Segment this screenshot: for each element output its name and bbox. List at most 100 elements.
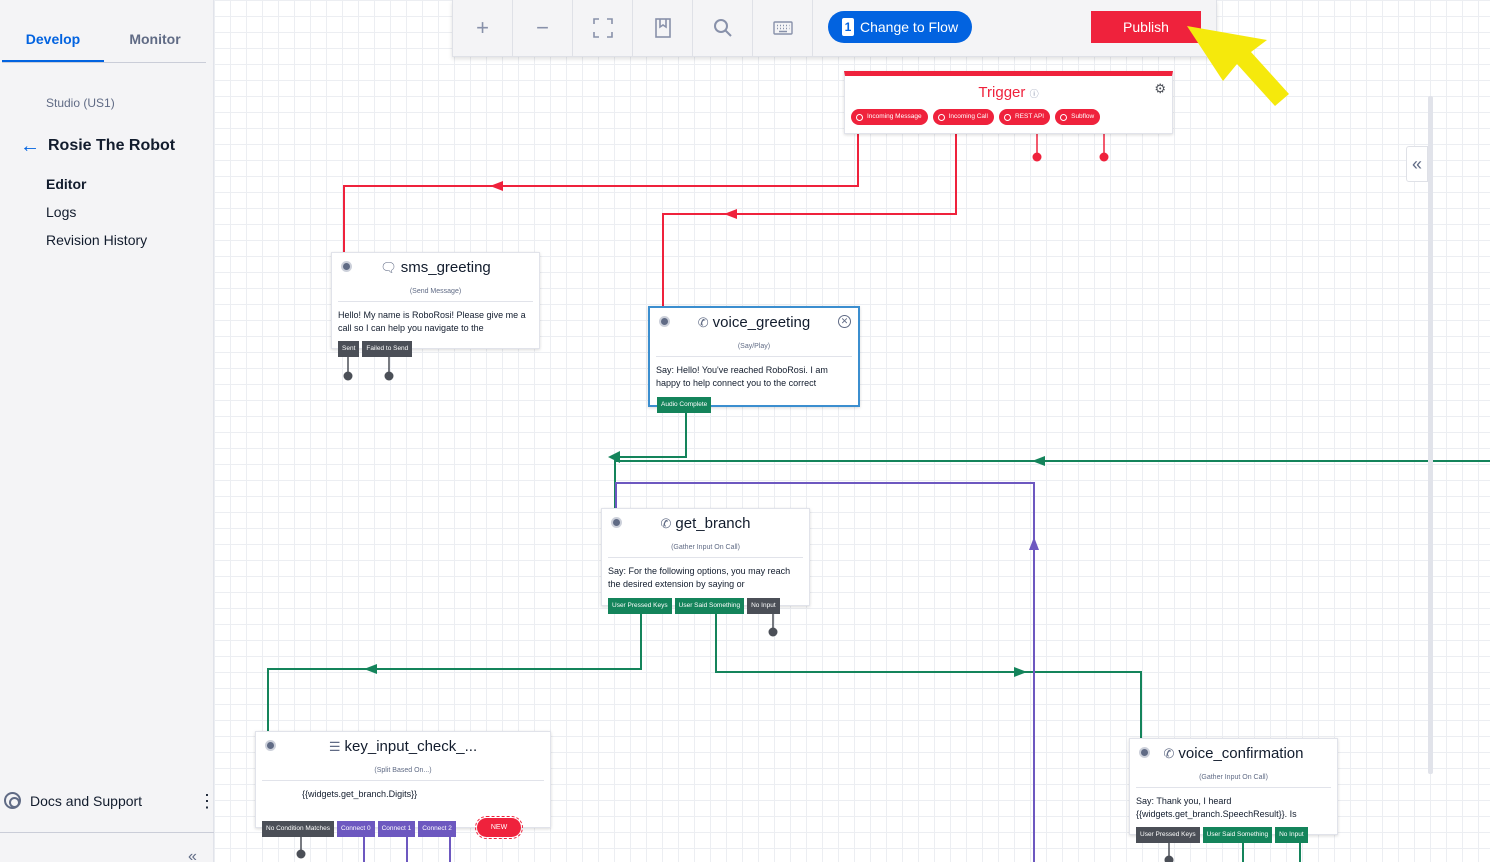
pointer-arrow-annotation xyxy=(1187,26,1289,106)
widget-subtitle: (Gather Input On Call) xyxy=(1199,774,1268,781)
input-dot[interactable] xyxy=(659,316,670,327)
sidebar: Develop Monitor Studio (US1) ← Rosie The… xyxy=(0,0,216,862)
transition-user-said-something[interactable]: User Said Something xyxy=(674,598,745,614)
split-icon: ☰ xyxy=(328,739,341,754)
key-input-check-transitions: No Condition Matches Connect 0 Connect 1… xyxy=(262,816,524,839)
settings-gear-icon[interactable]: ⚙ xyxy=(1154,81,1166,96)
expand-panel-button[interactable]: « xyxy=(1406,146,1428,182)
trigger-subflow[interactable]: Subflow xyxy=(1055,109,1101,125)
canvas-toolbar: + − 1 Change to Flow Publish xyxy=(452,0,1217,57)
widget-subtitle: (Split Based On...) xyxy=(374,767,432,774)
widget-body: Say: Hello! You've reached RoboRosi. I a… xyxy=(656,356,852,393)
widget-get-branch[interactable]: ✆get_branch (Gather Input On Call) Say: … xyxy=(601,508,810,606)
voice-confirmation-transitions: User Pressed Keys User Said Something No… xyxy=(1136,827,1308,843)
widget-title: voice_confirmation xyxy=(1178,745,1304,762)
widget-title-row: 🗨sms_greeting xyxy=(332,259,539,276)
widget-key-input-check[interactable]: ☰key_input_check_... (Split Based On...)… xyxy=(255,731,551,828)
docs-label: Docs and Support xyxy=(30,792,143,809)
transition-user-pressed-keys[interactable]: User Pressed Keys xyxy=(1136,827,1200,843)
input-dot[interactable] xyxy=(341,261,352,272)
input-dot[interactable] xyxy=(1139,747,1150,758)
zoom-in-button[interactable]: + xyxy=(453,0,513,57)
collapse-sidebar-icon[interactable]: « xyxy=(188,848,197,862)
keyboard-icon xyxy=(772,21,793,35)
transition-sent[interactable]: Sent xyxy=(338,341,360,357)
trigger-incoming-message[interactable]: Incoming Message xyxy=(851,109,928,125)
trigger-incoming-call[interactable]: Incoming Call xyxy=(932,109,994,125)
widget-title-row: ✆get_branch xyxy=(602,515,809,532)
sms-greeting-transitions: Sent Failed to Send xyxy=(338,341,413,357)
trigger-widget[interactable]: Trigger ⓘ ⚙ Incoming Message Incoming Ca… xyxy=(844,71,1173,134)
phone-icon: ✆ xyxy=(660,516,672,531)
trigger-tags: Incoming Message Incoming Call REST API … xyxy=(851,109,1101,125)
widget-title-row: ☰key_input_check_... xyxy=(256,738,550,755)
bookmark-button[interactable] xyxy=(633,0,693,57)
change-to-flow-button[interactable]: 1 Change to Flow xyxy=(828,11,973,43)
widget-title: sms_greeting xyxy=(400,259,491,276)
widget-body: Say: For the following options, you may … xyxy=(608,557,803,594)
tab-monitor[interactable]: Monitor xyxy=(129,31,181,47)
transition-connect-2[interactable]: Connect 2 xyxy=(418,820,456,837)
keyboard-shortcuts-button[interactable] xyxy=(753,0,813,57)
widget-voice-greeting[interactable]: ✆voice_greeting ✕ (Say/Play) Say: Hello!… xyxy=(648,306,860,407)
widget-body: Hello! My name is RoboRosi! Please give … xyxy=(338,301,533,338)
trigger-tag-label: Incoming Message xyxy=(867,113,922,120)
widget-title: get_branch xyxy=(675,515,751,532)
circle-icon xyxy=(937,113,945,121)
widget-subtitle: (Say/Play) xyxy=(737,343,771,350)
studio-region-label: Studio (US1) xyxy=(46,96,115,110)
sidebar-item-editor[interactable]: Editor xyxy=(46,176,87,192)
trigger-title-row: Trigger ⓘ xyxy=(845,84,1172,101)
new-transition-button[interactable]: NEW xyxy=(474,816,524,839)
circle-icon xyxy=(1003,113,1011,121)
publish-button[interactable]: Publish xyxy=(1091,11,1201,43)
voice-greeting-transitions: Audio Complete xyxy=(657,397,712,413)
widget-body: Say: Thank you, I heard {{widgets.get_br… xyxy=(1136,787,1331,824)
help-icon[interactable]: ⓘ xyxy=(1029,89,1039,99)
back-to-flows-link[interactable]: ← Rosie The Robot xyxy=(20,136,175,156)
search-button[interactable] xyxy=(693,0,753,57)
widget-subtitle: (Send Message) xyxy=(409,288,462,295)
input-dot[interactable] xyxy=(611,517,622,528)
more-options-icon[interactable]: ⋮ xyxy=(198,790,216,811)
trigger-title: Trigger xyxy=(978,84,1026,101)
widget-title-row: ✆voice_confirmation xyxy=(1130,745,1337,762)
tab-develop[interactable]: Develop xyxy=(2,18,104,62)
fullscreen-icon xyxy=(592,18,613,38)
message-icon: 🗨 xyxy=(380,260,397,275)
get-branch-transitions: User Pressed Keys User Said Something No… xyxy=(608,598,780,614)
transition-no-input[interactable]: No Input xyxy=(747,598,780,614)
docs-and-support-link[interactable]: Docs and Support ⋮ xyxy=(4,790,216,811)
trigger-tag-label: REST API xyxy=(1014,113,1045,120)
canvas-scrollbar[interactable] xyxy=(1428,96,1433,774)
zoom-out-button[interactable]: − xyxy=(513,0,573,57)
transition-failed-to-send[interactable]: Failed to Send xyxy=(362,341,413,357)
widget-title: key_input_check_... xyxy=(344,738,478,755)
sidebar-item-revision-history[interactable]: Revision History xyxy=(46,232,148,248)
transition-user-said-something[interactable]: User Said Something xyxy=(1202,827,1273,843)
circle-icon xyxy=(1060,113,1068,121)
widget-sms-greeting[interactable]: 🗨sms_greeting (Send Message) Hello! My n… xyxy=(331,252,540,349)
transition-no-condition-matches[interactable]: No Condition Matches xyxy=(262,820,334,837)
circle-icon xyxy=(856,113,863,121)
sidebar-nav: Editor Logs Revision History xyxy=(46,175,147,259)
input-dot[interactable] xyxy=(265,740,276,751)
bookmark-icon xyxy=(654,18,671,38)
search-icon xyxy=(713,19,732,37)
sidebar-item-logs[interactable]: Logs xyxy=(46,204,77,220)
trigger-rest-api[interactable]: REST API xyxy=(998,109,1051,125)
transition-audio-complete[interactable]: Audio Complete xyxy=(657,397,712,413)
widget-title-row: ✆voice_greeting xyxy=(650,314,858,331)
transition-user-pressed-keys[interactable]: User Pressed Keys xyxy=(608,598,672,614)
arrow-left-icon[interactable]: ← xyxy=(20,135,40,157)
transition-connect-1[interactable]: Connect 1 xyxy=(377,820,416,837)
transition-connect-0[interactable]: Connect 0 xyxy=(336,820,375,837)
flow-name: Rosie The Robot xyxy=(48,137,176,154)
fit-to-screen-button[interactable] xyxy=(573,0,633,57)
chevrons-left-icon: « xyxy=(1411,153,1422,174)
trigger-tag-label: Incoming Call xyxy=(948,113,988,120)
close-icon[interactable]: ✕ xyxy=(838,315,851,328)
widget-voice-confirmation[interactable]: ✆voice_confirmation (Gather Input On Cal… xyxy=(1129,738,1338,835)
minus-icon: − xyxy=(536,15,549,40)
transition-no-input[interactable]: No Input xyxy=(1275,827,1308,843)
